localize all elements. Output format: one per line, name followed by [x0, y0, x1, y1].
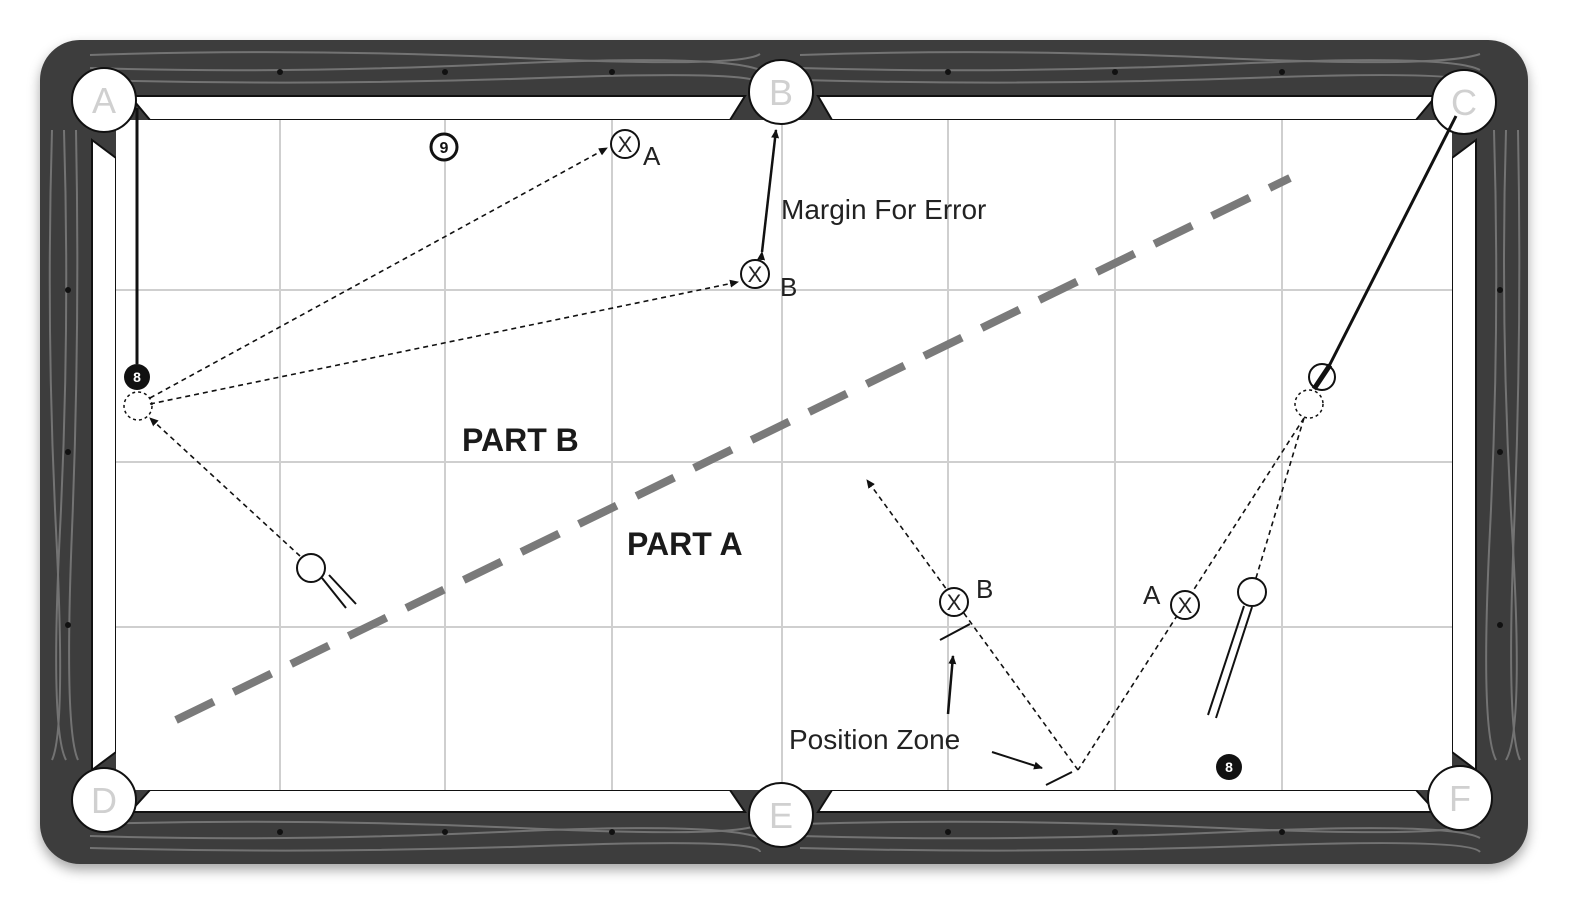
- target-b-right-mark: X: [947, 590, 962, 615]
- cushions: [91, 95, 1477, 813]
- position-zone-tick-lower: [1045, 771, 1073, 786]
- target-b-right: X B: [939, 574, 993, 617]
- target-b-right-letter: B: [976, 574, 993, 604]
- pocket-f: F: [1427, 765, 1493, 831]
- margin-for-error-label: Margin For Error: [781, 194, 986, 225]
- nine-ball: 9: [429, 132, 459, 162]
- eight-ball-bottom-number: 8: [1225, 759, 1233, 775]
- eight-ball-left-number: 8: [133, 369, 141, 385]
- pocket-d-label: D: [91, 780, 117, 821]
- pocket-e-label: E: [769, 795, 793, 836]
- route-to-target-a-left: [149, 147, 608, 399]
- target-a-right-letter: A: [1143, 580, 1161, 610]
- wood-grain: [48, 51, 1521, 853]
- part-b-label: PART B: [462, 422, 579, 458]
- part-divider-line: [174, 174, 1292, 724]
- pocket-a: A: [71, 67, 137, 133]
- rail-diamonds: [65, 69, 1503, 835]
- cue-ball-right: [1207, 577, 1267, 719]
- pocket-e: E: [748, 782, 814, 848]
- pocket-f-label: F: [1449, 778, 1471, 819]
- pocket-a-label: A: [92, 80, 116, 121]
- cue-route-off-rail: [866, 479, 1079, 771]
- object-ball-path-right: [1322, 115, 1458, 377]
- position-zone-arrow-right: [991, 751, 1043, 770]
- target-b-left-letter: B: [780, 272, 797, 302]
- cushion-bottom-left: [127, 789, 747, 813]
- pocket-c: C: [1431, 69, 1497, 135]
- target-a-left-mark: X: [618, 132, 633, 157]
- target-a-left-letter: A: [643, 141, 661, 171]
- part-a-label: PART A: [627, 526, 743, 562]
- target-a-right-mark: X: [1178, 593, 1193, 618]
- nine-ball-number: 9: [440, 140, 449, 157]
- route-to-target-b-left: [149, 279, 739, 405]
- pockets: A B C D E F: [71, 59, 1497, 848]
- position-zone-arrow-up: [946, 655, 957, 715]
- cushion-left: [91, 138, 117, 772]
- object-ball-right: [1308, 363, 1336, 391]
- cushion-top-right: [816, 95, 1439, 121]
- cushion-bottom-right: [816, 789, 1439, 813]
- target-a-right: X A: [1143, 580, 1200, 620]
- position-zone-label: Position Zone: [789, 724, 960, 755]
- cushion-right: [1451, 138, 1477, 772]
- position-zone-tick-upper: [939, 623, 971, 641]
- target-b-left: X B: [740, 259, 797, 302]
- eight-ball-left: 8: [124, 364, 150, 390]
- cue-path-left: [149, 417, 301, 557]
- cushion-top-left: [127, 95, 747, 121]
- table-grid: [116, 120, 1452, 790]
- cue-ball-left: [296, 553, 357, 609]
- pocket-b-label: B: [769, 72, 793, 113]
- target-b-left-mark: X: [748, 262, 763, 287]
- target-a-left: X A: [610, 129, 661, 171]
- pocket-b: B: [748, 59, 814, 125]
- cue-path-right: [1255, 417, 1305, 579]
- eight-ball-bottom: 8: [1216, 754, 1242, 780]
- pocket-d: D: [71, 767, 137, 833]
- margin-for-error-arrow: [757, 129, 780, 261]
- ghost-ball-left: [123, 391, 153, 421]
- ghost-ball-right: [1294, 389, 1324, 419]
